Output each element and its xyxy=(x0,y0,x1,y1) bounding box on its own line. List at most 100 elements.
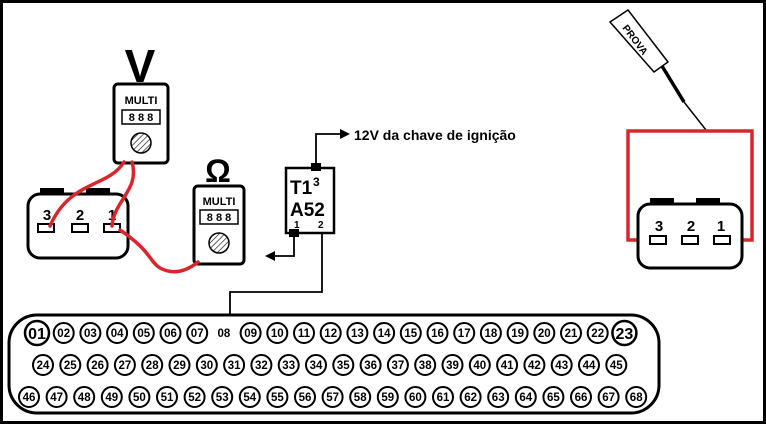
ohmmeter-display xyxy=(199,209,239,225)
ohmmeter-display-digits: 8 8 8 xyxy=(207,212,231,224)
ecu-pin-label-44: 44 xyxy=(583,360,596,372)
ecu-pin-label-35: 35 xyxy=(337,360,350,372)
left-connector-latch-a xyxy=(40,188,64,196)
ecu-pin-circle-17 xyxy=(453,322,476,344)
right-connector: 3 2 1 xyxy=(636,198,744,270)
wire-ground xyxy=(272,237,295,257)
ecu-pin-label-21: 21 xyxy=(565,328,578,340)
ecu-pin-circle-59 xyxy=(376,386,399,408)
relay-pin-label-2: 2 xyxy=(318,220,324,231)
wire-voltmeter-pin3 xyxy=(48,160,126,228)
ecu-pin-circle-53 xyxy=(211,386,234,408)
left-connector-pin-label-3: 3 xyxy=(43,207,51,224)
right-connector-pin-2 xyxy=(681,235,699,245)
wire-probe-pin1 xyxy=(706,129,754,242)
ecu-pin-label-65: 65 xyxy=(547,392,560,404)
ecu-pin-label-22: 22 xyxy=(591,328,604,340)
left-connector-latch-b xyxy=(86,188,110,196)
ecu-pin-circle-57 xyxy=(321,386,344,408)
ohmmeter-body xyxy=(192,184,246,266)
ohmmeter-symbol: Ω xyxy=(205,153,231,189)
ecu-pin-label-16: 16 xyxy=(431,328,444,340)
relay-body xyxy=(284,166,336,235)
ecu-pin-circle-47 xyxy=(45,386,68,408)
ecu-pin-circle-63 xyxy=(487,386,510,408)
right-connector-pin-label-2: 2 xyxy=(687,218,695,235)
probe-tip xyxy=(683,101,707,131)
ecu-pin-circle-65 xyxy=(542,386,565,408)
ecu-pin-circle-45 xyxy=(605,354,628,376)
ecu-pin-circle-20 xyxy=(533,322,556,344)
ecu-pin-label-14: 14 xyxy=(378,328,391,340)
ecu-pin-label-19: 19 xyxy=(511,328,524,340)
black-wires xyxy=(229,133,342,322)
voltmeter-label: MULTI xyxy=(125,95,158,107)
supply-label: 12V da chave de ignição xyxy=(354,127,516,143)
ecu-pin-label-57: 57 xyxy=(326,392,339,404)
ecu-pin-label-28: 28 xyxy=(146,360,159,372)
ecu-pin-label-39: 39 xyxy=(446,360,459,372)
ecu-pin-label-23: 23 xyxy=(616,326,634,343)
ecu-pin-label-31: 31 xyxy=(228,360,241,372)
ecu-pin-label-34: 34 xyxy=(310,360,323,372)
ecu-pin-circle-21 xyxy=(560,322,582,344)
ecu-pin-circle-29 xyxy=(168,354,191,376)
ecu-pin-label-36: 36 xyxy=(364,360,377,372)
ecu-pin-label-12: 12 xyxy=(324,328,337,340)
ecu-pin-circle-07 xyxy=(186,322,209,344)
voltmeter-dial-icon xyxy=(130,132,152,154)
wire-supply xyxy=(315,133,342,163)
wire-ecu-08 xyxy=(229,233,323,322)
ecu-pin-circle-22 xyxy=(586,322,609,344)
ecu-pin-circle-51 xyxy=(156,386,178,408)
ecu-pin-label-17: 17 xyxy=(458,328,471,340)
wire-voltmeter-pin1 xyxy=(110,160,136,228)
ecu-pin-circle-30 xyxy=(195,354,218,376)
ecu-pin-label-59: 59 xyxy=(381,392,394,404)
ecu-pin-circle-10 xyxy=(266,322,289,344)
ecu-pin-label-60: 60 xyxy=(409,392,422,404)
ecu-pin-label-49: 49 xyxy=(105,392,118,404)
ecu-pin-circle-16 xyxy=(426,322,449,344)
ecu-pin-label-63: 63 xyxy=(492,392,505,404)
ecu-pin-label-55: 55 xyxy=(271,392,284,404)
red-wires-left xyxy=(48,160,200,274)
ecu-pin-label-56: 56 xyxy=(299,392,312,404)
ecu-pin-label-03: 03 xyxy=(84,328,97,340)
ecu-pin-circle-61 xyxy=(432,386,454,408)
ecu-pin-circle-54 xyxy=(238,386,261,408)
ecu-pin-circle-56 xyxy=(294,386,316,408)
ecu-pin-circle-14 xyxy=(373,322,396,344)
voltmeter-display-digits: 8 8 8 xyxy=(129,112,153,124)
ecu-pin-label-67: 67 xyxy=(602,392,615,404)
ecu-pin-label-05: 05 xyxy=(137,328,150,340)
ecu-pin-circle-44 xyxy=(578,354,600,376)
ecu-pin-circle-52 xyxy=(183,386,206,408)
ecu-pin-circle-32 xyxy=(250,354,273,376)
left-connector: 3 2 1 xyxy=(26,188,130,260)
relay-line1-superscript: 3 xyxy=(313,175,320,189)
ecu-pin-label-37: 37 xyxy=(392,360,405,372)
test-probe: PROVA xyxy=(608,8,707,131)
ecu-pin-circle-58 xyxy=(349,386,372,408)
voltmeter-display xyxy=(121,109,161,125)
ecu-pin-label-29: 29 xyxy=(173,360,186,372)
ecu-pin-circle-24 xyxy=(32,354,54,376)
ecu-pin-label-04: 04 xyxy=(111,328,124,340)
ecu-pin-circle-43 xyxy=(550,354,573,376)
ecu-pin-label-33: 33 xyxy=(282,360,295,372)
ecu-pin-circle-05 xyxy=(132,322,155,344)
ecu-pin-label-15: 15 xyxy=(404,328,417,340)
probe-handle xyxy=(608,8,670,74)
relay-line1: T1 xyxy=(290,178,313,199)
ecu-pin-label-42: 42 xyxy=(528,360,541,372)
right-connector-latch-b xyxy=(696,198,720,206)
ecu-pin-label-68: 68 xyxy=(630,392,643,404)
ecu-pin-label-53: 53 xyxy=(216,392,229,404)
ecu-pin-label-25: 25 xyxy=(64,360,77,372)
ecu-pin-circle-35 xyxy=(332,354,355,376)
ecu-pin-label-58: 58 xyxy=(354,392,367,404)
ohmmeter-dial-icon xyxy=(208,232,230,254)
